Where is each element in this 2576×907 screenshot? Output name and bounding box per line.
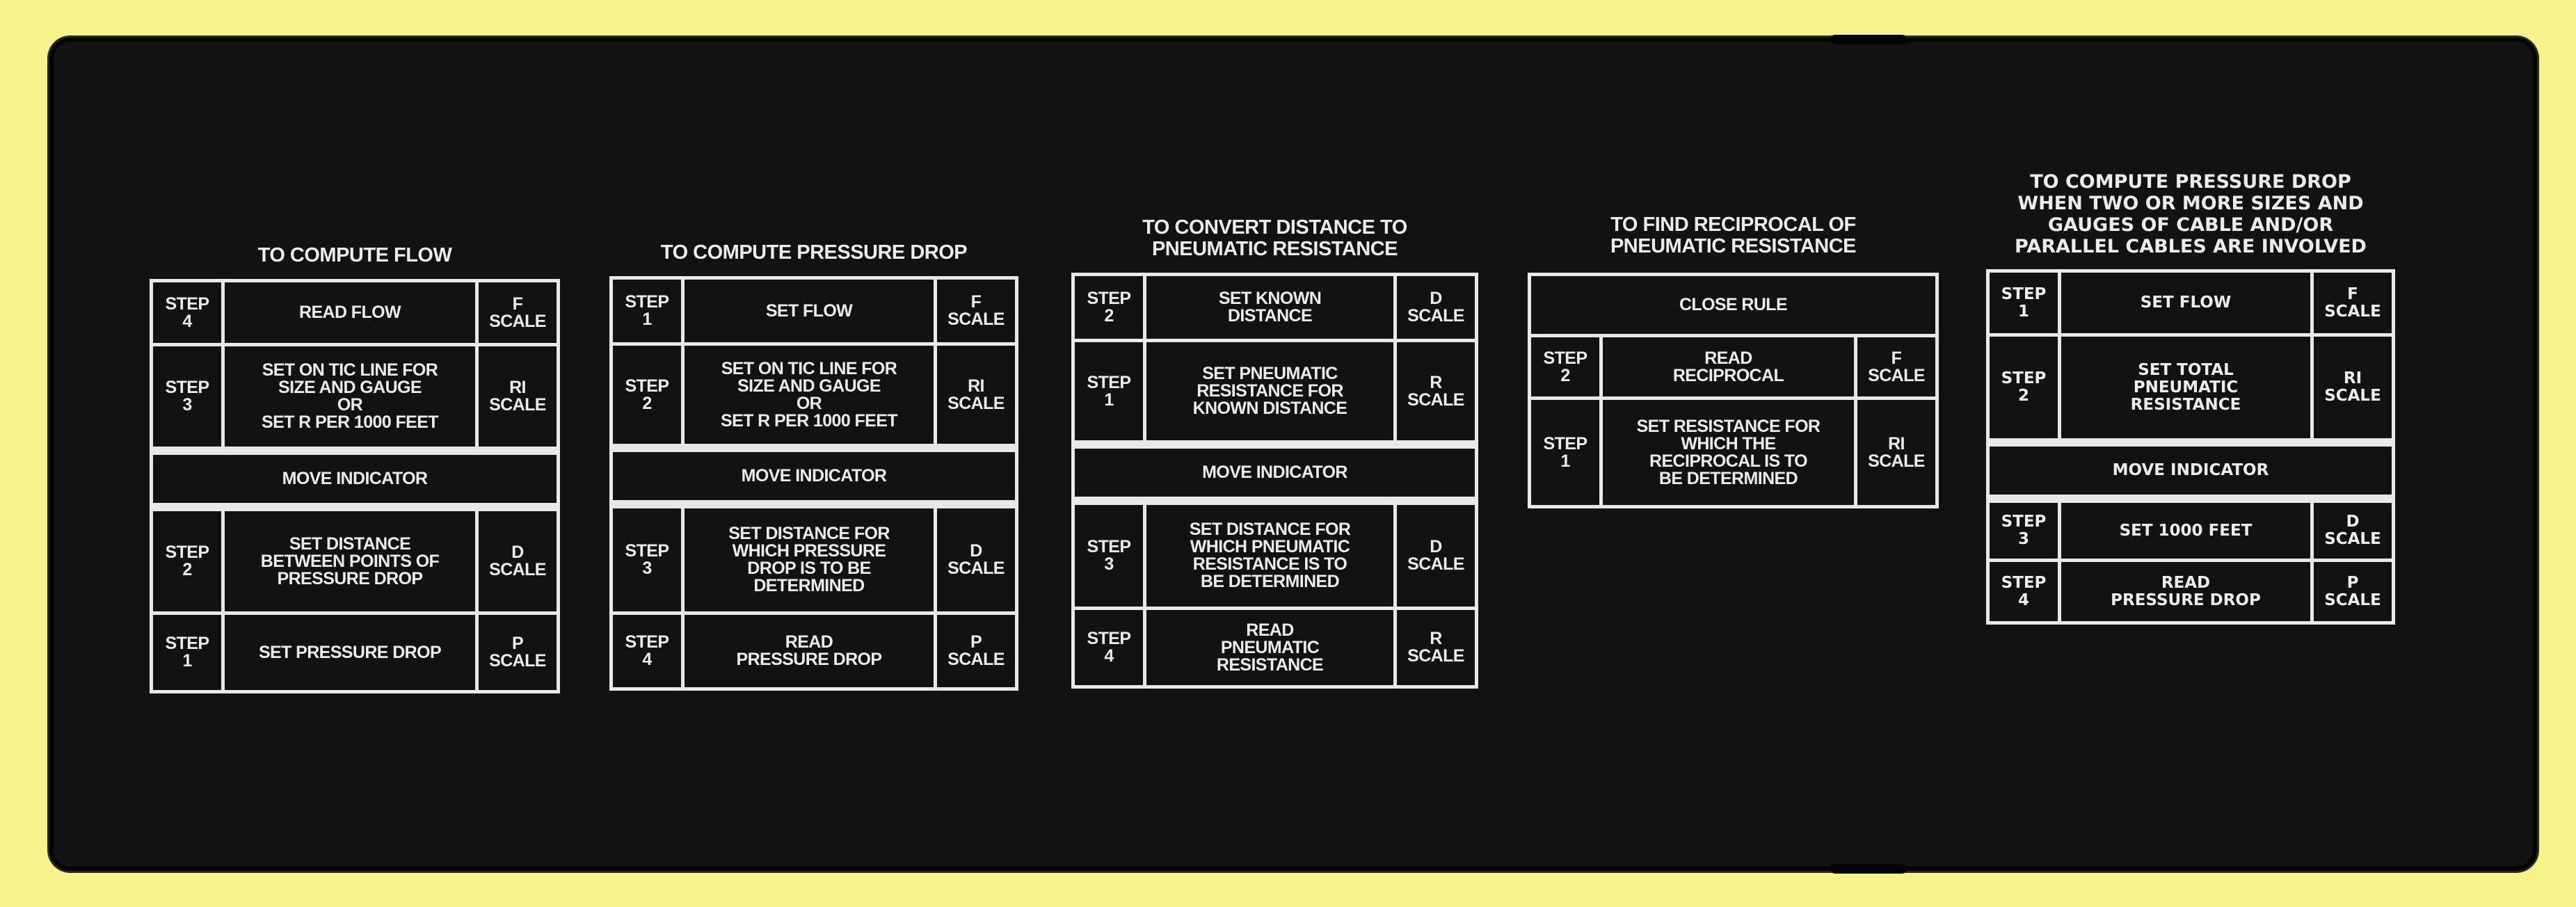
scale-label: F SCALE [489,294,546,331]
step-action: READ PNEUMATIC RESISTANCE [1146,610,1397,685]
step-number: STEP 1 [1990,273,2061,333]
move-indicator-row: MOVE INDICATOR [1075,440,1475,501]
step-action: SET DISTANCE FOR WHICH PRESSURE DROP IS … [685,508,937,611]
step-number: STEP 3 [1990,503,2061,559]
scale-label: D SCALE [947,541,1005,578]
compute-pressure-drop-title: TO COMPUTE PRESSURE DROP [660,241,968,264]
scale-label: R SCALE [1407,629,1464,666]
scale-label: D SCALE [1407,537,1464,574]
close-rule-row: CLOSE RULE [1531,276,1935,334]
scale-label: F SCALE [947,292,1005,329]
scale-label: RI SCALE [1868,433,1925,471]
step-action: SET FLOW [685,280,937,342]
compute-pressure-drop-multi-title: TO COMPUTE PRESSURE DROP WHEN TWO OR MOR… [2015,171,2367,257]
step-action: SET FLOW [2061,273,2314,333]
step-number: STEP 3 [613,508,685,611]
scale-label: D SCALE [489,543,546,579]
step-number: STEP 2 [1075,276,1146,339]
scale-label: F SCALE [1868,348,1925,385]
step-action: SET ON TIC LINE FOR SIZE AND GAUGE OR SE… [685,346,937,444]
move-indicator-label: MOVE INDICATOR [2112,461,2269,479]
move-indicator-row: MOVE INDICATOR [1990,438,2392,499]
slide-notch-bottom [1830,864,1907,874]
step-action: READ PRESSURE DROP [685,615,937,687]
step-number: STEP 1 [613,280,685,342]
step-action: SET DISTANCE FOR WHICH PNEUMATIC RESISTA… [1146,505,1397,607]
convert-distance-title: TO CONVERT DISTANCE TO PNEUMATIC RESISTA… [1142,216,1407,260]
move-indicator-label: MOVE INDICATOR [741,466,887,485]
scale-label: RI SCALE [2324,369,2381,405]
step-number: STEP 1 [1075,342,1146,440]
step-action: READ RECIPROCAL [1603,337,1857,396]
step-number: STEP 4 [1075,610,1146,685]
scale-label: RI SCALE [947,376,1005,413]
step-number: STEP 4 [1990,562,2061,621]
step-number: STEP 2 [1531,337,1603,396]
close-rule-label: CLOSE RULE [1679,295,1788,314]
scale-label: R SCALE [1407,372,1464,410]
step-number: STEP 1 [153,615,225,690]
move-indicator-label: MOVE INDICATOR [1202,463,1347,482]
step-action: READ PRESSURE DROP [2061,562,2314,621]
move-indicator-label: MOVE INDICATOR [282,469,428,488]
step-action: SET TOTAL PNEUMATIC RESISTANCE [2061,337,2314,438]
find-reciprocal-title: TO FIND RECIPROCAL OF PNEUMATIC RESISTAN… [1610,214,1857,257]
step-number: STEP 2 [1990,337,2061,438]
scale-label: F SCALE [2324,284,2381,321]
step-action: SET RESISTANCE FOR WHICH THE RECIPROCAL … [1603,400,1857,505]
step-number: STEP 3 [1075,505,1146,607]
step-action: SET KNOWN DISTANCE [1146,276,1397,339]
step-number: STEP 4 [153,282,225,343]
step-number: STEP 4 [613,615,685,687]
compute-flow-title: TO COMPUTE FLOW [257,244,452,266]
step-action: SET PRESSURE DROP [225,615,479,690]
move-indicator-row: MOVE INDICATOR [613,444,1015,505]
step-number: STEP 2 [613,346,685,444]
slide-notch-top [1830,35,1907,45]
step-number: STEP 1 [1531,400,1603,505]
step-action: SET ON TIC LINE FOR SIZE AND GAUGE OR SE… [225,346,479,447]
scale-label: D SCALE [1407,289,1464,326]
step-action: SET 1000 FEET [2061,503,2314,559]
scale-label: P SCALE [489,634,546,671]
scale-label: D SCALE [2324,513,2381,548]
scale-label: P SCALE [947,632,1005,669]
scale-label: RI SCALE [489,378,546,415]
step-action: SET DISTANCE BETWEEN POINTS OF PRESSURE … [225,511,479,611]
scale-label: P SCALE [2324,573,2381,609]
step-number: STEP 3 [153,346,225,447]
step-action: SET PNEUMATIC RESISTANCE FOR KNOWN DISTA… [1146,342,1397,440]
step-action: READ FLOW [225,282,479,343]
step-number: STEP 2 [153,511,225,611]
move-indicator-row: MOVE INDICATOR [153,447,557,508]
